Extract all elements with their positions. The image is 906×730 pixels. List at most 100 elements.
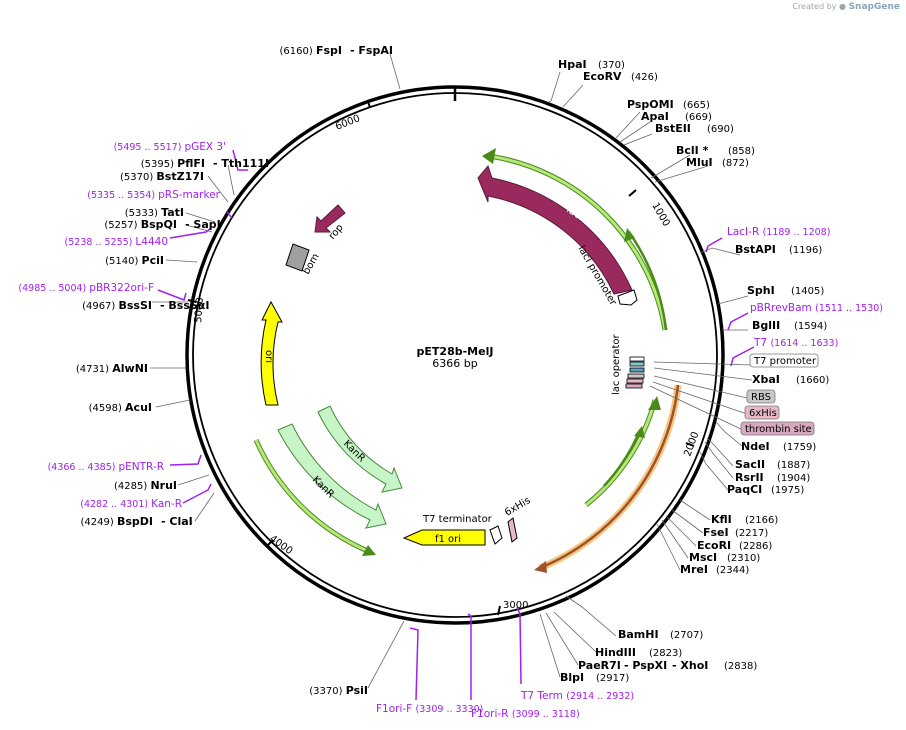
enzyme-label-right-pos: (2823) [649,648,682,659]
feature-rop [314,204,346,233]
primer-label: (5495 .. 5517) pGEX 3' [114,141,226,153]
enzyme-label-right: BstAPI (1196) [735,243,822,256]
enzyme-label-left: (4967) BssSI - BssSαI [82,299,209,312]
enzyme-label-right-extra: - PspXI [624,659,667,672]
primer-labels: (5495 .. 5517) pGEX 3' (5335 .. 5354) pRS… [18,141,883,720]
enzyme-label-right-name: BstEII [655,122,691,135]
feature-lacI [477,164,633,295]
feature-t7-terminator-label: T7 terminator [422,514,493,525]
feature-ori-label: ori [263,350,274,363]
enzyme-label-right-name: KflI [711,513,732,526]
enzyme-label-right-name: SphI [747,284,775,297]
enzyme-label-right-name: HpaI [558,58,587,71]
enzyme-label-right: PaeR7I- PspXI- XhoI(2838) [578,659,757,672]
enzyme-label-left-text: (6160) FspI [280,44,342,57]
enzyme-label-left: (5257) BspQI- SapI [104,218,220,231]
feature-lac-operator-region [625,356,645,389]
enzyme-label-left: (3370) PsiI [309,684,368,697]
enzyme-label-left-text: (3370) PsiI [309,684,368,697]
primer-label: T7 Term (2914 .. 2932) [520,690,634,702]
snapgene-credit: Created by ● SnapGene [792,2,900,12]
primer-label: (4985 .. 5004) pBR322ori-F [18,282,154,294]
enzyme-label-right-name: HindIII [595,646,636,659]
enzyme-label-right-pos: (2217) [735,528,768,539]
enzyme-label-left-text: (5333) TatI [125,206,184,219]
enzyme-label-left-text: (4598) AcuI [89,401,152,414]
credit-brand: SnapGene [848,2,900,12]
feature-kanR-outer [277,423,387,529]
enzyme-label-right-name: BclI * [676,144,709,157]
enzyme-label-right-name: EcoRV [583,70,622,83]
primer-label: F1ori-F (3309 .. 3330) [376,703,483,715]
enzyme-label-right: BglII(1594) [752,319,827,332]
enzyme-label-right-name: BglII [752,319,780,332]
enzyme-label-right-pos: (2166) [745,515,778,526]
enzyme-label-right-extra2: - XhoI [672,659,708,672]
enzyme-labels-right: HpaI(370)EcoRV(426)PspOMI(665)ApaI(669)B… [558,58,829,684]
enzyme-label-right-name: NdeI [741,440,770,453]
enzyme-label-right-name: EcoRI [697,539,731,552]
enzyme-label-right-name: RsrII [735,471,764,484]
t7-terminator-icon [489,525,503,545]
enzyme-label-right-pos: (2310) [727,553,760,564]
primer-label: LacI-R (1189 .. 1208) [727,226,830,238]
feature-f1-ori-label: f1 ori [435,534,461,545]
enzyme-label-left: (5333) TatI [125,206,184,219]
enzyme-label-right: EcoRV (426) [583,70,658,83]
enzyme-label-right-pos: (2286) [739,541,772,552]
feature-box-rbs-label: RBS [751,392,771,403]
enzyme-label-right-pos: (426) [631,72,658,83]
enzyme-label-right: KflI (2166) [711,513,778,526]
enzyme-label-right-name: XbaI [752,373,780,386]
feature-box-t7-promoter-label: T7 promoter [753,356,817,367]
primer-label: (5335 .. 5354) pRS-marker [87,189,220,201]
enzyme-label-left-text: (5370) BstZ17I [120,170,204,183]
feature-orange-arc [538,384,682,572]
enzyme-label-left-extra: - BssSαI [160,299,209,312]
feature-box-t7-promoter: T7 promoter [749,353,819,368]
enzyme-label-right-pos: (1196) [789,245,822,256]
enzyme-label-right-pos: (665) [683,100,710,111]
primer-markers [157,149,755,701]
tick-label-4000: 4000 [267,533,294,557]
enzyme-label-right-pos: (858) [728,146,755,157]
tick-marks [187,100,695,616]
enzyme-label-right-pos: (2917) [596,673,629,684]
credit-prefix: Created by [792,2,837,11]
enzyme-label-right: XbaI(1660) [752,373,829,386]
enzyme-label-left-extra: - SapI [185,218,221,231]
enzyme-label-left-extra: - FspAI [350,44,393,57]
enzyme-label-right-pos: (872) [722,158,749,169]
enzyme-label-left-text: (4285) NruI [114,479,177,492]
feature-green-arc-right [584,399,658,507]
enzyme-label-left-extra: - ClaI [161,515,193,528]
enzyme-label-right-name: MreI [680,563,708,576]
enzyme-label-right: MreI(2344) [680,563,749,576]
feature-box-rbs: RBS [746,389,776,404]
enzyme-label-left: (5140) PciI [105,254,164,267]
enzyme-label-right: MluI(872) [686,156,749,169]
enzyme-label-left-text: (4967) BssSI [82,299,152,312]
enzyme-label-right-name: PspOMI [627,98,674,111]
enzyme-label-right: MscI (2310) [689,551,760,564]
enzyme-label-right: BclI * (858) [676,144,755,157]
feature-lacI-outline [482,148,668,331]
primer-label: (4282 .. 4301) Kan-R [80,498,182,510]
enzyme-label-right-name: MscI [689,551,717,564]
enzyme-label-left-text: (5395) PflFI [141,157,205,170]
enzyme-label-right-pos: (1405) [791,286,824,297]
enzyme-label-right: HindIII (2823) [595,646,682,659]
enzyme-label-left: (4598) AcuI [89,401,152,414]
enzyme-label-left: (4731) AlwNI [76,362,148,375]
enzyme-label-right-name: BstAPI [735,243,776,256]
primer-label: (5238 .. 5255) L4440 [65,236,168,248]
enzyme-label-right: EcoRI (2286) [697,539,772,552]
lacI-promoter-arrow-icon [617,289,638,306]
enzyme-label-right: PaqCI(1975) [727,483,804,496]
enzyme-label-left-text: (4731) AlwNI [76,362,148,375]
enzyme-label-left-extra: - Tth111I [213,157,269,170]
tick-label-6000: 6000 [334,113,362,133]
enzyme-label-right-name: SacII [735,458,765,471]
enzyme-labels-left: (6160) FspI - FspAI (5395) PflFI - Tth111I (… [76,44,393,697]
